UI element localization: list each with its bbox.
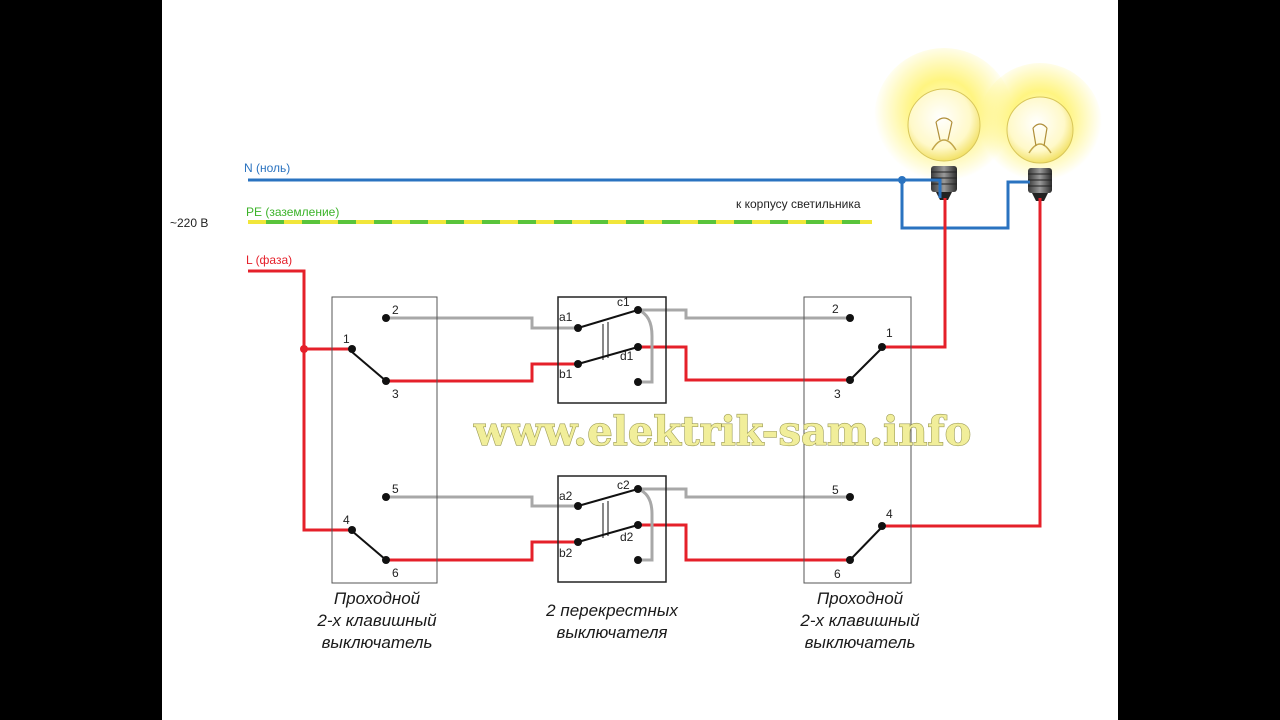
terminal-label: 3 [834, 387, 841, 401]
terminal-label: 2 [832, 302, 839, 316]
terminal-label: a2 [559, 489, 573, 503]
caption-line: 2-х клавишный [799, 611, 920, 630]
light-bulb-icon [907, 88, 981, 200]
caption-line: выключателя [557, 623, 668, 642]
pe-label: PE (заземление) [246, 205, 339, 219]
terminal-label: 1 [343, 332, 350, 346]
traveler-wire [386, 308, 850, 562]
caption-line: Проходной [817, 589, 904, 608]
housing-label: к корпусу светильника [736, 197, 861, 211]
terminal-label: 6 [834, 567, 841, 581]
phase-label: L (фаза) [246, 253, 292, 267]
cross-switch-bottom [557, 475, 667, 583]
terminal-label: c1 [617, 295, 630, 309]
caption-line: 2 перекрестных [545, 601, 678, 620]
terminal-label: 2 [392, 303, 399, 317]
terminal-label: 4 [343, 513, 350, 527]
phase-wire [248, 198, 1042, 562]
terminal-label: c2 [617, 478, 630, 492]
terminal-label: d2 [620, 530, 634, 544]
terminal-label: d1 [620, 349, 634, 363]
terminal-label: b1 [559, 367, 573, 381]
lamp-right [978, 63, 1102, 201]
terminal-label: 6 [392, 566, 399, 580]
cross-switch-top [557, 296, 667, 404]
terminal-label: 5 [392, 482, 399, 496]
diagram-canvas: N (ноль) PE (заземление) L (фаза) ~220 В… [162, 0, 1118, 720]
lamp-left [874, 48, 1014, 200]
neutral-wire [248, 176, 1030, 230]
watermark-text: www.elektrik-sam.info [473, 408, 971, 455]
terminal-label: a1 [559, 310, 573, 324]
terminal-label: 3 [392, 387, 399, 401]
neutral-label: N (ноль) [244, 161, 290, 175]
caption-line: 2-х клавишный [316, 611, 437, 630]
terminal-label: 1 [886, 326, 893, 340]
caption-line: выключатель [322, 633, 433, 652]
terminal-label: 4 [886, 507, 893, 521]
wiring-diagram: N (ноль) PE (заземление) L (фаза) ~220 В… [170, 48, 1102, 652]
terminal-label: 5 [832, 483, 839, 497]
left-pass-switch [331, 296, 438, 584]
light-bulb-icon [1006, 96, 1074, 201]
voltage-label: ~220 В [170, 216, 208, 230]
caption-line: выключатель [805, 633, 916, 652]
terminal-label: b2 [559, 546, 573, 560]
caption-line: Проходной [334, 589, 421, 608]
right-pass-switch [803, 296, 912, 584]
